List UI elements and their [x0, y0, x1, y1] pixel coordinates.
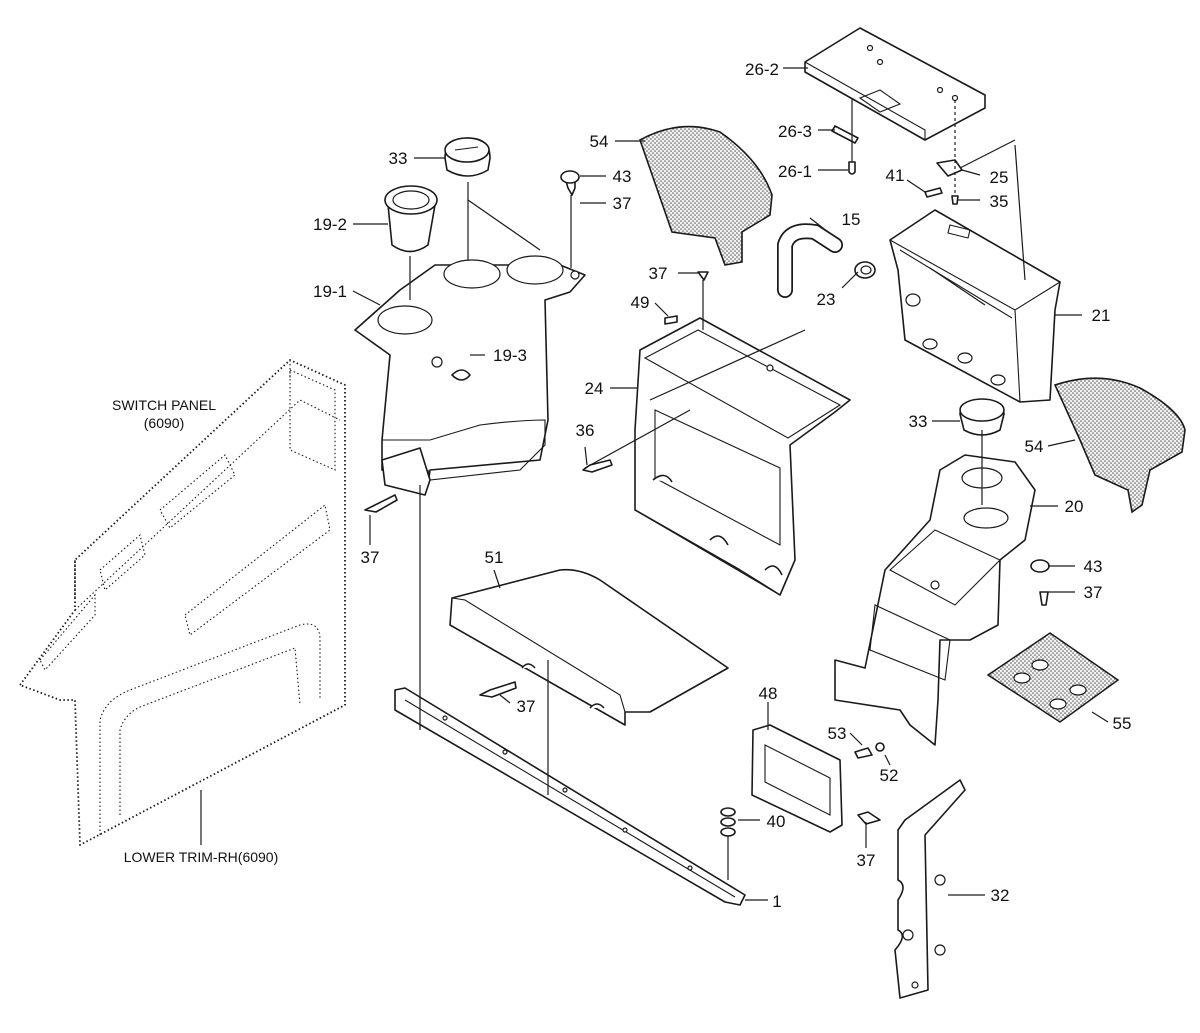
callout-19-3: 19-3	[493, 346, 527, 365]
callout-37: 37	[361, 548, 380, 567]
callout-19-2: 19-2	[313, 215, 347, 234]
callout-23: 23	[817, 290, 836, 309]
callout-55: 55	[1113, 714, 1132, 733]
clip-26-3	[831, 125, 859, 144]
console-19-1	[354, 255, 586, 486]
callout-19-1: 19-1	[313, 282, 347, 301]
bracket-25	[936, 159, 963, 177]
callout-54: 54	[590, 132, 609, 151]
callout-49: 49	[631, 293, 650, 312]
pad-54-lower	[1053, 377, 1186, 514]
callout-21: 21	[1092, 306, 1111, 325]
callout-20: 20	[1065, 497, 1084, 516]
callout-37: 37	[857, 851, 876, 870]
bezel-48	[751, 724, 843, 833]
callout-48: 48	[759, 684, 778, 703]
callout-37: 37	[517, 697, 536, 716]
switch-panel-lower-trim	[19, 359, 346, 846]
callout-37: 37	[649, 264, 668, 283]
bracket-32	[894, 779, 966, 999]
callout-53: 53	[828, 724, 847, 743]
callout-37: 37	[613, 194, 632, 213]
mat-55	[986, 632, 1120, 723]
callout-40: 40	[767, 812, 786, 831]
callout-41: 41	[886, 166, 905, 185]
console-20	[834, 454, 1036, 746]
fasteners	[364, 170, 1050, 880]
plug-19-3	[451, 369, 471, 381]
cover-plate-26-2	[804, 27, 986, 141]
cup-19-2	[384, 185, 438, 253]
box-21	[889, 209, 1061, 403]
callout-leaders	[352, 67, 1109, 901]
frame-24	[634, 317, 851, 596]
callout-43: 43	[1084, 557, 1103, 576]
callout-25: 25	[990, 168, 1009, 187]
clip-49	[664, 315, 678, 325]
rail-1	[394, 687, 746, 906]
lower-trim-label: LOWER TRIM-RH(6090)	[124, 849, 279, 865]
callout-37: 37	[1084, 583, 1103, 602]
callout-15: 15	[842, 210, 861, 229]
callout-32: 32	[991, 886, 1010, 905]
callout-52: 52	[880, 766, 899, 785]
pad-54-upper	[639, 125, 773, 266]
svg-text:SWITCH PANEL: SWITCH PANEL	[112, 397, 216, 413]
callout-51: 51	[485, 548, 504, 567]
connection-lines	[409, 139, 1016, 795]
callout-26-2: 26-2	[745, 60, 779, 79]
stud-40	[720, 807, 736, 837]
callout-26-3: 26-3	[778, 122, 812, 141]
cap-33-lower	[959, 398, 1005, 436]
callout-35: 35	[990, 192, 1009, 211]
callout-24: 24	[585, 379, 604, 398]
svg-text:(6090): (6090)	[144, 415, 184, 431]
tray-51	[449, 568, 729, 726]
cap-33-upper	[444, 137, 491, 177]
callout-36: 36	[576, 421, 595, 440]
callout-26-1: 26-1	[778, 162, 812, 181]
callout-43: 43	[613, 167, 632, 186]
switch-panel-label: SWITCH PANEL (6090)	[112, 397, 216, 431]
screw-26-1	[848, 98, 856, 175]
callout-labels: 26-2 26-3 26-1 54 33 43 37 19-2 19-1 19-3 37 49 24 36…	[313, 60, 1131, 911]
callout-33: 33	[389, 149, 408, 168]
fitting-23	[854, 261, 876, 279]
screw-41	[924, 187, 943, 198]
callout-54: 54	[1025, 437, 1044, 456]
callout-33: 33	[909, 412, 928, 431]
callout-1: 1	[772, 892, 781, 911]
